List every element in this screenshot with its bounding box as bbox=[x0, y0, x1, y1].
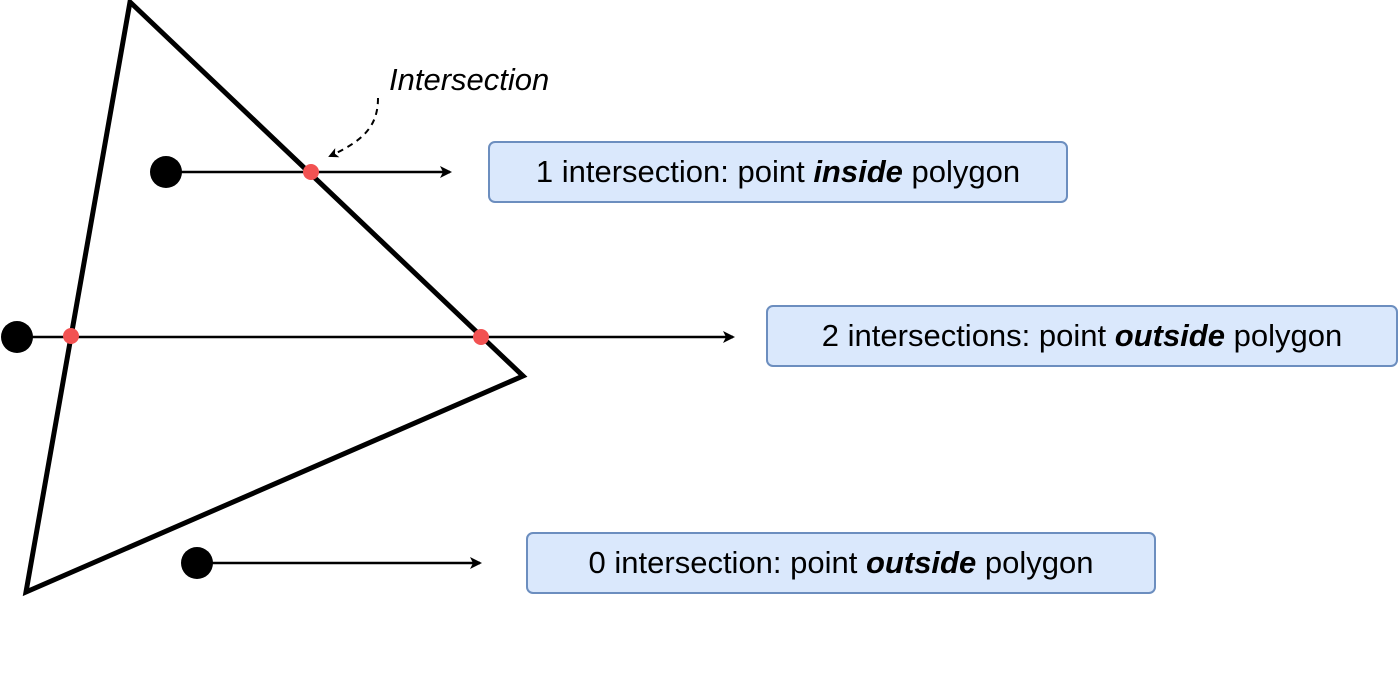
result-box-1-prefix: 1 intersection: point bbox=[535, 154, 814, 189]
ray-2-intersection-point-left bbox=[63, 328, 79, 344]
polygon-outline bbox=[22, 0, 528, 597]
result-box-2: 2 intersections: point outside polygon bbox=[766, 305, 1398, 367]
result-box-2-suffix: polygon bbox=[1224, 318, 1343, 353]
result-box-2-emphasis: outside bbox=[1114, 318, 1225, 353]
ray-1-intersection-point bbox=[303, 164, 319, 180]
result-box-3: 0 intersection: point outside polygon bbox=[526, 532, 1156, 594]
intersection-annotation-label: Intersection bbox=[389, 62, 550, 97]
ray-2-intersection-point-right bbox=[473, 329, 489, 345]
result-box-2-prefix: 2 intersections: point bbox=[821, 318, 1115, 353]
ray-1-test-point bbox=[150, 156, 182, 188]
result-box-3-suffix: polygon bbox=[976, 545, 1094, 580]
ray-3-test-point bbox=[181, 547, 213, 579]
result-box-1-suffix: polygon bbox=[902, 154, 1021, 189]
result-box-1-emphasis: inside bbox=[813, 154, 903, 189]
result-box-3-prefix: 0 intersection: point bbox=[588, 545, 866, 580]
result-box-3-emphasis: outside bbox=[866, 545, 977, 580]
annotation-arrow bbox=[328, 97, 379, 158]
result-box-1: 1 intersection: point inside polygon bbox=[488, 141, 1068, 203]
ray-2-test-point bbox=[1, 321, 33, 353]
